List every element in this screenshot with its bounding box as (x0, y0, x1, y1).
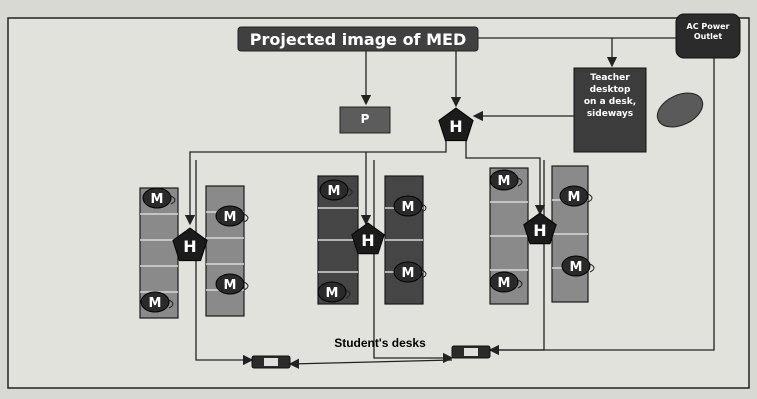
hub-label: H (361, 231, 374, 250)
hub-label: H (449, 117, 462, 136)
monitor-label: M (498, 174, 511, 189)
hub-to-left (184, 140, 447, 226)
power-strip-left (251, 355, 291, 369)
ac-power-outlet (675, 13, 741, 59)
monitor-label: M (328, 184, 341, 199)
monitor-icon: M (393, 261, 427, 283)
hub-label: H (533, 221, 546, 240)
hub-center: H (351, 222, 385, 255)
monitor-label: M (151, 192, 164, 207)
monitor-label: M (326, 286, 339, 301)
monitor-icon: M (142, 187, 176, 209)
monitor-icon: M (317, 281, 351, 303)
monitor-label: M (402, 200, 415, 215)
printer-box (339, 106, 391, 134)
monitor-icon: M (319, 179, 353, 201)
left-power-line (195, 160, 254, 366)
monitor-label: M (568, 190, 581, 205)
hub-to-right (465, 140, 546, 216)
monitor-icon: M (215, 205, 249, 227)
top-connections (360, 37, 715, 356)
monitor-label: M (498, 276, 511, 291)
monitor-label: M (149, 296, 162, 311)
monitor-label: M (570, 260, 583, 275)
student-desks-label: Student's desks (334, 336, 426, 350)
monitor-icon: M (489, 169, 523, 191)
desk-column (384, 175, 424, 305)
monitor-icon: M (561, 255, 595, 277)
main-hub: H (438, 107, 474, 142)
mouse-shape (656, 92, 704, 128)
hub-connections (184, 140, 546, 369)
monitor-label: M (224, 210, 237, 225)
desk-column (205, 185, 245, 317)
monitor-icon: M (215, 273, 249, 295)
hub-label: H (183, 237, 196, 256)
hub-left: H (172, 227, 208, 262)
center-power-line (373, 160, 454, 364)
monitor-icon: M (140, 291, 174, 313)
hub-right: H (523, 212, 557, 245)
power-strip-right (451, 345, 491, 359)
monitor-label: M (224, 278, 237, 293)
monitor-icon: M (489, 271, 523, 293)
outlet-power-line (488, 58, 715, 356)
strip-link (288, 358, 453, 369)
hubs: H H H H (172, 107, 557, 262)
title-box (237, 26, 479, 52)
monitor-label: M (402, 266, 415, 281)
monitor-icon: M (559, 185, 593, 207)
teacher-desktop (573, 67, 647, 153)
monitors: M M M M M M M M M M M M (140, 169, 595, 313)
monitor-icon: M (393, 195, 427, 217)
